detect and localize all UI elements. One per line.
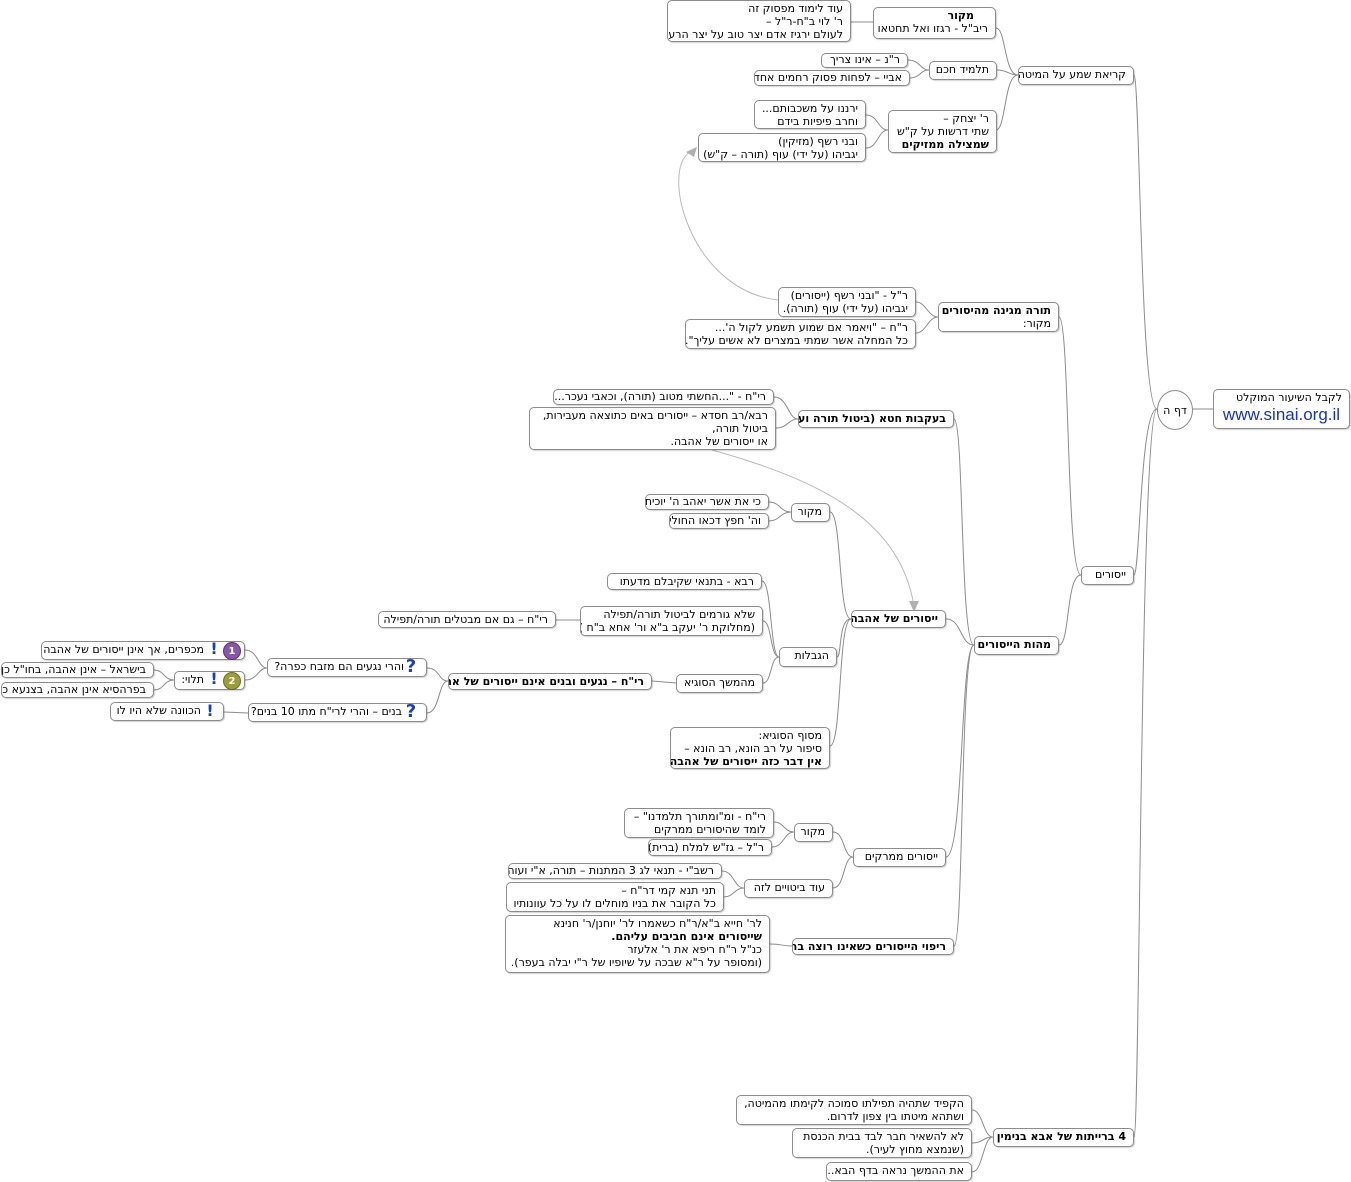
beikvot-b-node[interactable]: רבא/רב חסדא – ייסורים באים כתוצאה מעבירו… (529, 407, 776, 450)
website-caption: לקבל השיעור המוקלט (1235, 391, 1342, 404)
root-label: דף ה (1163, 403, 1187, 417)
hagbalot-b-node[interactable]: שלא גורמים לביטול תורה/תפילה (מחלוקת ר' … (580, 606, 763, 636)
talmid-a-node[interactable]: ר"נ – אינו צריך (821, 53, 908, 68)
ahava-node[interactable]: ייסורים של אהבה (851, 610, 946, 628)
talmid-b-node[interactable]: אביי – לפחות פסוק רחמים אחד (754, 70, 910, 86)
banim-node[interactable]: בנים – והרי לרי"ח מתו 10 בנים? (248, 703, 427, 722)
abba-binyamin-node[interactable]: 4 ברייתות של אבא בנימין (993, 1128, 1134, 1147)
yisurim-node[interactable]: ייסורים (1081, 566, 1134, 585)
exclamation-icon: ! (206, 700, 214, 720)
kriat-shema-node[interactable]: קריאת שמע על המיטה (1018, 66, 1134, 85)
talmid-chacham-node[interactable]: תלמיד חכם (929, 61, 997, 80)
exclamation-icon: ! (210, 638, 218, 658)
website-node[interactable]: לקבל השיעור המוקלט www.sinai.org.il (1213, 389, 1350, 429)
sof-sugia-node[interactable]: מסוף הסוגיא: סיפור על רב הונא, רב הונא –… (670, 727, 830, 769)
memarkim-makor-b-node[interactable]: ר"ל – גז"ש למלח (ברית) (648, 839, 772, 856)
hagbalot-a-node[interactable]: רבא - בתנאי שקיבלם מדעתו (607, 573, 762, 590)
haconana-node[interactable]: הכוונה שלא היו לו (110, 702, 224, 721)
torah-b-node[interactable]: ר"ח – "ויאמר אם שמוע תשמע לקול ה'... כל … (685, 319, 916, 349)
memarkim-node[interactable]: ייסורים ממרקים (853, 848, 946, 867)
od-bituyim-node[interactable]: עוד ביטויים לזה (744, 879, 833, 898)
beikvot-node[interactable]: בעקבות חטא (ביטול תורה ועוד) (798, 410, 954, 428)
hemshech-node[interactable]: מהמשך הסוגיא (676, 674, 763, 693)
root-node[interactable]: דף ה (1157, 390, 1193, 430)
question-icon: ? (405, 655, 417, 677)
hagbalot-node[interactable]: הגבלות (779, 647, 837, 667)
r-yitzchak-a-node[interactable]: ירננו על משכבותם... וחרב פיפיות בידם (754, 100, 866, 129)
mahut-node[interactable]: מהות הייסורים (974, 636, 1059, 655)
abba-c-node[interactable]: את ההמשך נראה בדף הבא... (826, 1162, 972, 1181)
beyisrael-node[interactable]: בישראל – אינן אהבה, בחו"ל כן (1, 662, 154, 678)
abba-b-node[interactable]: לא להשאיר חבר לבד בבית הכנסת (שנמצא מחוץ… (792, 1128, 972, 1158)
ripui-a-node[interactable]: לר' חייא ב"א/ר"ח כשאמרו לר' יוחנן/ר' חני… (505, 915, 770, 973)
befarhesia-node[interactable]: בפרהסיא אינן אהבה, בצנעא כן (1, 682, 154, 698)
beikvot-a-node[interactable]: רי"ח - "...החשתי מטוב (תורה), וכאבי נעכר… (553, 389, 774, 405)
r-yitzchak-node[interactable]: ר' יצחק – שתי דרשות על ק"ש שמצילה ממזיקי… (888, 110, 997, 153)
exclamation-icon: ! (210, 668, 218, 688)
od-b-node[interactable]: תני תנא קמי דר"ח – כל הקובר את בניו מוחל… (506, 882, 724, 912)
hagbalot-b-detail-node[interactable]: רי"ח – גם אם מבטלים תורה/תפילה (378, 611, 556, 628)
question-icon: ? (405, 700, 417, 722)
mechaprim-node[interactable]: מכפרים, אך אינן ייסורים של אהבה (41, 641, 245, 660)
memarkim-makor-node[interactable]: מקור (794, 823, 833, 842)
memarkim-makor-a-node[interactable]: רי"ח - ומ"ומתורך תלמדנו" – לומד שהיסורים… (624, 808, 774, 838)
kriat-shema-makor-detail-node[interactable]: עוד לימוד מפסוק זה ר' לוי ב"ח-ר"ל – לעול… (667, 0, 851, 42)
ripui-node[interactable]: ריפוי הייסורים כשאינו רוצה בהם (792, 938, 954, 955)
website-link[interactable]: www.sinai.org.il (1222, 405, 1341, 424)
od-a-node[interactable]: רשב"י - תנאי לג 3 המתנות – תורה, א"י ועו… (508, 863, 722, 879)
negaim-node[interactable]: והרי נגעים הם מזבח כפרה? (267, 658, 427, 677)
priority-2-icon: 2 (223, 672, 241, 690)
abba-a-node[interactable]: הקפיד שתהיה תפילתו סמוכה לקימתו מהמיטה, … (736, 1095, 972, 1125)
priority-1-icon: 1 (223, 642, 241, 660)
kriat-shema-makor-node[interactable]: מקור ריב"ל - רגזו ואל תחטאו (873, 7, 996, 39)
rich-node[interactable]: רי"ח – נגעים ובנים אינם ייסורים של אהבה (448, 673, 652, 690)
torah-a-node[interactable]: ר"ל - "ובני רשף (ייסורים) יגביהו (על ידי… (778, 287, 916, 317)
ahava-makor-a-node[interactable]: כי את אשר יאהב ה' יוכיח (645, 494, 769, 510)
ahava-makor-node[interactable]: מקור (791, 503, 830, 522)
r-yitzchak-b-node[interactable]: ובני רשף (מזיקין) יגביהו (על ידי) עוף (ת… (698, 133, 866, 162)
ahava-makor-b-node[interactable]: וה' חפץ דכאו החולי (669, 513, 769, 529)
torah-magina-node[interactable]: תורה מגינה מהיסורים מקור: (938, 302, 1059, 332)
